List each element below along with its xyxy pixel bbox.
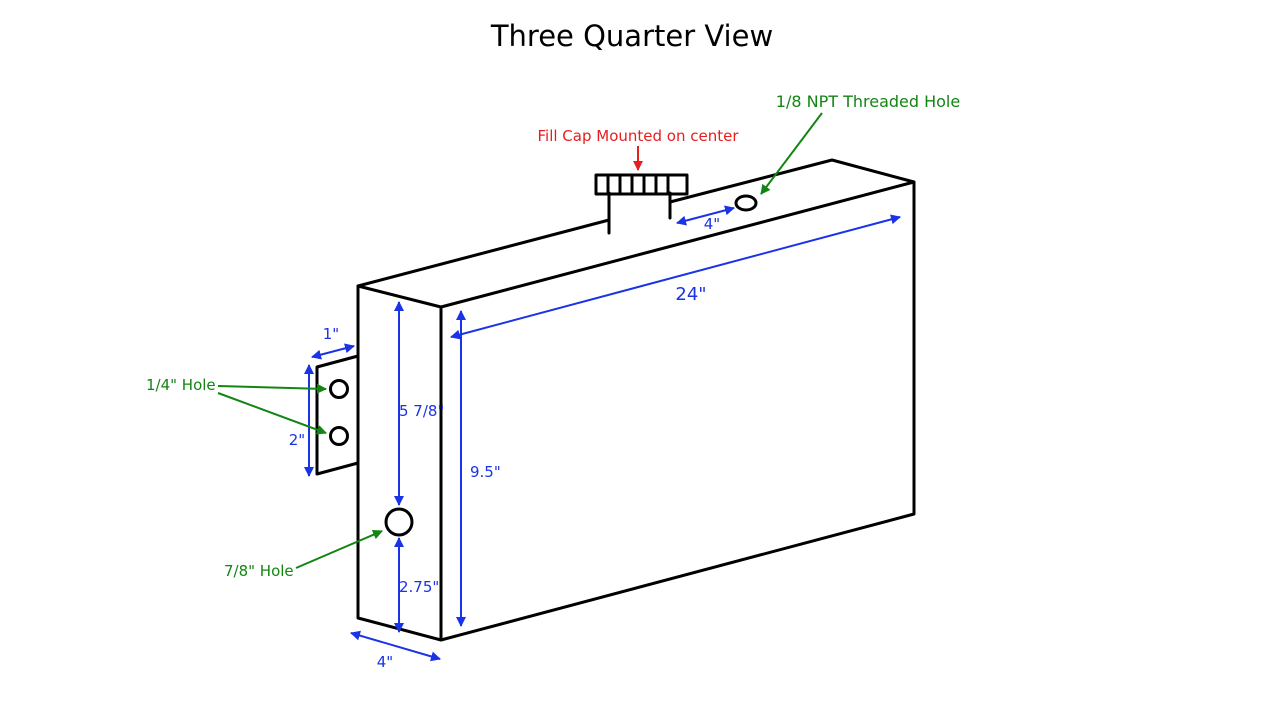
- diagram-title: Three Quarter View: [490, 19, 773, 53]
- tab-width-label: 1": [323, 325, 339, 343]
- vent-offset-dimension-line: [676, 205, 735, 226]
- length-label: 24": [675, 284, 706, 305]
- quarter-hole-upper: [329, 379, 349, 399]
- depth-dimension-line: [350, 630, 441, 662]
- seven-eighths-hole-note: 7/8" Hole: [224, 562, 294, 580]
- quarter-hole-lower: [329, 426, 349, 446]
- fill-cap: [594, 173, 689, 235]
- vent-offset-label: 4": [704, 215, 720, 233]
- tab-height-label: 2": [289, 431, 305, 449]
- height-label: 9.5": [470, 463, 501, 481]
- quarter-hole-arrow-lower: [217, 392, 327, 435]
- fill-cap-note: Fill Cap Mounted on center: [537, 127, 739, 145]
- quarter-hole-arrow-upper: [217, 383, 327, 394]
- tank-top-back-edge: [356, 218, 611, 288]
- tab-width-dimension-line: [311, 343, 355, 360]
- mounting-tab: [315, 354, 360, 476]
- dimension-lines: [304, 205, 901, 662]
- npt-hole-note: 1/8 NPT Threaded Hole: [776, 92, 960, 111]
- seven-eighths-hole: [384, 507, 414, 537]
- npt-threaded-hole: [734, 194, 758, 212]
- tank-top-back-edge-right: [668, 158, 916, 204]
- quarter-hole-note: 1/4" Hole: [146, 376, 216, 394]
- length-dimension-line: [450, 214, 901, 340]
- tank-side-face: [439, 180, 916, 642]
- top-offset-label: 5 7/8": [399, 402, 444, 420]
- callouts: Fill Cap Mounted on center 1/8 NPT Threa…: [146, 92, 960, 580]
- npt-hole-arrow: [760, 112, 823, 195]
- dimension-labels: 24" 9.5" 5 7/8" 2.75" 4" 4" 1" 2": [289, 215, 720, 671]
- tank-body: [356, 158, 916, 642]
- seven-eighths-hole-arrow: [295, 529, 383, 569]
- depth-label: 4": [377, 653, 393, 671]
- bottom-offset-label: 2.75": [399, 578, 439, 596]
